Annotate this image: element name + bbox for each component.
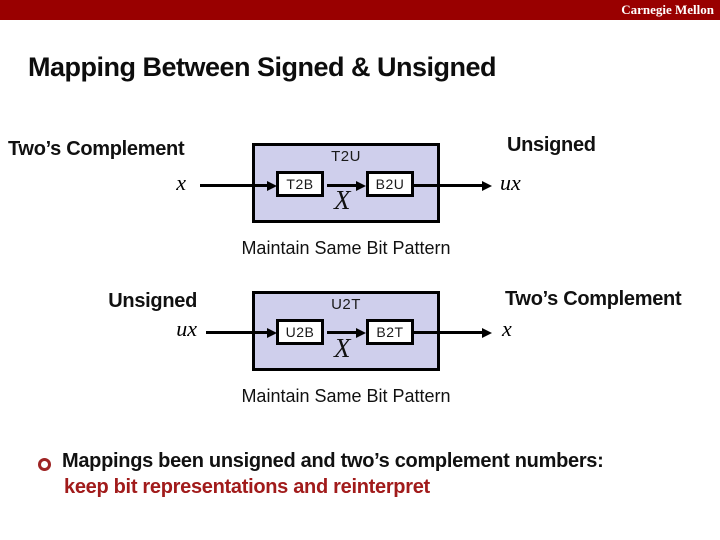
bit-pattern-variable: X: [334, 333, 351, 363]
bullet-circle-icon: [38, 458, 51, 471]
diagram-caption: Maintain Same Bit Pattern: [241, 386, 451, 406]
arrowhead-icon: [482, 181, 492, 191]
arrowhead-icon: [267, 328, 277, 338]
t2b-box: T2B: [276, 171, 324, 197]
slide-title: Mapping Between Signed & Unsigned: [28, 52, 497, 82]
internal-arrow-line: [327, 331, 357, 334]
diagram-caption: Maintain Same Bit Pattern: [241, 238, 451, 258]
output-arrow-line: [414, 184, 483, 187]
internal-arrow-line: [327, 184, 357, 187]
output-variable: x: [502, 316, 512, 341]
brand-text: Carnegie Mellon: [621, 2, 714, 17]
input-variable: ux: [176, 316, 197, 341]
t2u-outer-label: T2U: [331, 148, 361, 165]
bullet-text-line2: keep bit representations and reinterpret: [64, 476, 430, 498]
bullet-text-line1: Mappings been unsigned and two’s complem…: [62, 450, 604, 472]
top-banner: Carnegie Mellon: [0, 0, 720, 20]
output-domain-label: Unsigned: [507, 134, 596, 156]
arrowhead-icon: [267, 181, 277, 191]
input-domain-label: Two’s Complement: [8, 138, 185, 160]
output-variable: ux: [500, 170, 521, 195]
input-arrow-line: [206, 331, 268, 334]
arrowhead-icon: [356, 181, 366, 191]
u2b-box: U2B: [276, 319, 324, 345]
output-arrow-line: [414, 331, 483, 334]
bit-pattern-variable: X: [334, 185, 351, 215]
input-domain-label: Unsigned: [108, 290, 197, 312]
b2t-box: B2T: [366, 319, 414, 345]
output-domain-label: Two’s Complement: [505, 288, 682, 310]
arrowhead-icon: [356, 328, 366, 338]
arrowhead-icon: [482, 328, 492, 338]
u2t-outer-label: U2T: [331, 296, 361, 313]
b2u-box: B2U: [366, 171, 414, 197]
input-variable: x: [176, 170, 186, 195]
input-arrow-line: [200, 184, 268, 187]
